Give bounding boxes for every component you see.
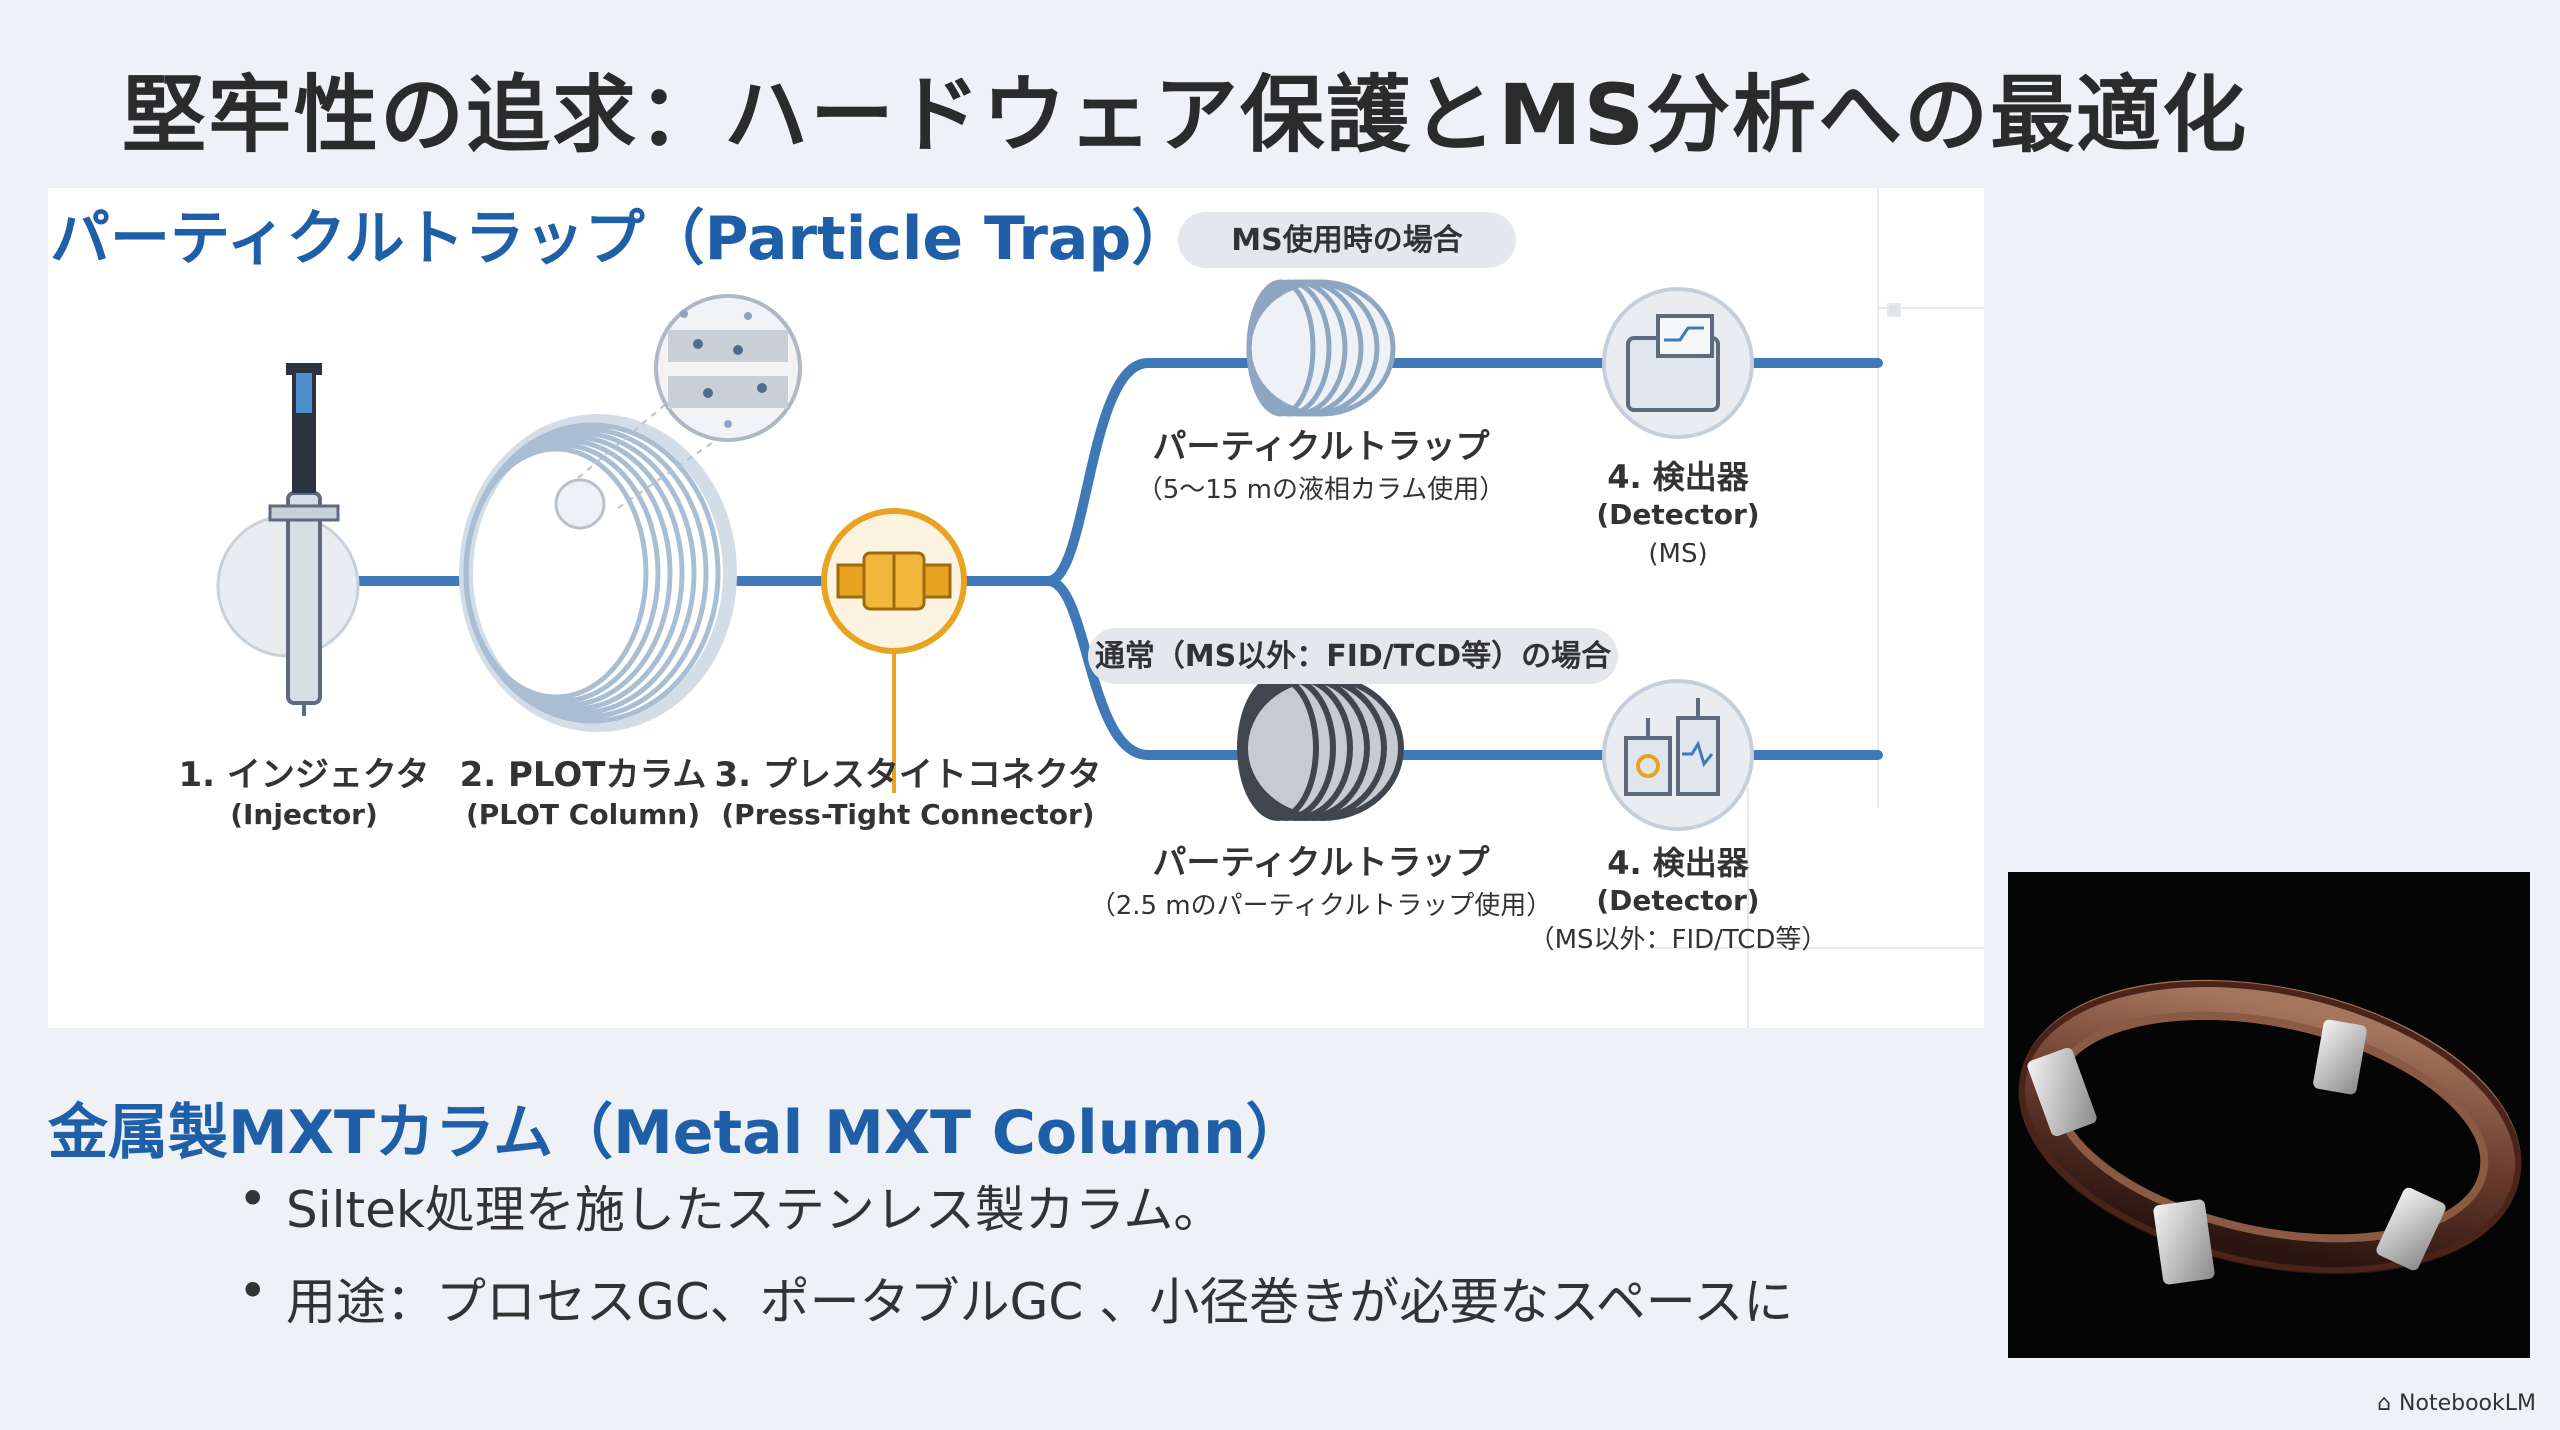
metal-column-illustration bbox=[2018, 979, 2522, 1285]
press-tight-connector-icon bbox=[821, 508, 967, 793]
zoom-detail-icon bbox=[554, 294, 802, 530]
normal-detector-sub: (Detector) bbox=[1596, 884, 1759, 917]
slide-title: 堅牢性の追求：ハードウェア保護とMS分析への最適化 bbox=[122, 66, 2249, 164]
brand-name: NotebookLM bbox=[2399, 1391, 2536, 1416]
injector-label: 1. インジェクタ bbox=[178, 755, 429, 795]
ms-trap-note: （5～15 mの液相カラム使用） bbox=[1137, 475, 1505, 505]
ms-trap-coil-icon bbox=[1246, 279, 1396, 417]
metal-mxt-heading: 金属製MXTカラム（Metal MXT Column） bbox=[48, 1098, 1306, 1168]
particle-trap-heading: パーティクルトラップ（Particle Trap） bbox=[50, 204, 1192, 274]
normal-trap-note: （2.5 mのパーティクルトラップ使用） bbox=[1090, 891, 1553, 921]
bullet-item: 用途：プロセスGC、ポータブルGC 、小径巻きが必要なスペースに bbox=[238, 1262, 1793, 1334]
plot-sub: (PLOT Column) bbox=[466, 798, 700, 831]
injector-icon bbox=[216, 363, 360, 716]
normal-trap-label: パーティクルトラップ bbox=[1153, 843, 1490, 883]
diagram-svg: MS使用時の場合 通常（MS以外：FID/TCD等）の場合 1. インジェクタ … bbox=[178, 188, 1984, 1028]
connector-label: 3. プレスタイトコネクタ bbox=[714, 755, 1101, 795]
injector-sub: (Injector) bbox=[230, 798, 378, 831]
ms-branch-pill-label: MS使用時の場合 bbox=[1231, 223, 1462, 258]
column-clip bbox=[2376, 1187, 2446, 1271]
column-clip bbox=[2153, 1199, 2215, 1285]
normal-branch-pill: 通常（MS以外：FID/TCD等）の場合 bbox=[1088, 628, 1618, 684]
normal-detector-label: 4. 検出器 bbox=[1607, 844, 1750, 882]
ms-trap-label: パーティクルトラップ bbox=[1153, 427, 1490, 467]
metal-column-photo bbox=[2008, 872, 2530, 1358]
ms-branch-pill: MS使用時の場合 bbox=[1178, 212, 1516, 268]
ms-detector-icon bbox=[1602, 287, 1754, 439]
background-lines bbox=[1648, 188, 1984, 1028]
column-clip bbox=[2313, 1019, 2367, 1095]
column-clip bbox=[2027, 1047, 2097, 1137]
bullet-item: Siltek処理を施したステンレス製カラム。 bbox=[238, 1170, 1793, 1242]
plot-coil-icon bbox=[459, 414, 737, 732]
ms-detector-label: 4. 検出器 bbox=[1607, 458, 1750, 496]
ms-detector-note: (MS) bbox=[1648, 539, 1707, 569]
normal-trap-coil-icon bbox=[1237, 675, 1404, 821]
connector-sub: (Press-Tight Connector) bbox=[721, 798, 1094, 831]
normal-branch-pill-label: 通常（MS以外：FID/TCD等）の場合 bbox=[1095, 639, 1611, 674]
fid-tcd-detector-icon bbox=[1602, 679, 1754, 831]
notebooklm-brand: ⌂ NotebookLM bbox=[2377, 1391, 2536, 1416]
bullet-list: Siltek処理を施したステンレス製カラム。 用途：プロセスGC、ポータブルGC… bbox=[238, 1170, 1793, 1354]
plot-label: 2. PLOTカラム bbox=[460, 755, 707, 795]
notebooklm-icon: ⌂ bbox=[2377, 1391, 2392, 1416]
normal-detector-note: （MS以外：FID/TCD等） bbox=[1529, 925, 1828, 955]
particle-trap-diagram: MS使用時の場合 通常（MS以外：FID/TCD等）の場合 1. インジェクタ … bbox=[48, 188, 1984, 1028]
ms-detector-sub: (Detector) bbox=[1596, 498, 1759, 531]
